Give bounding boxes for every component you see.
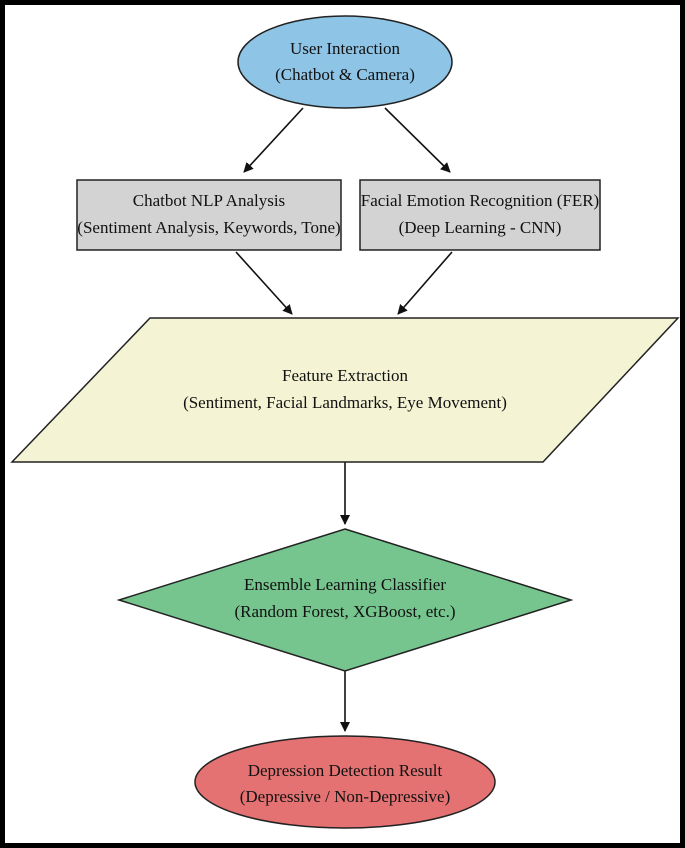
node-user-interaction: User Interaction (Chatbot & Camera) [237,15,453,109]
node-subtitle: (Sentiment, Facial Landmarks, Eye Moveme… [183,393,507,412]
diamond-shape [116,528,574,672]
node-title: Facial Emotion Recognition (FER) [361,191,599,210]
node-title: Feature Extraction [282,366,409,385]
edges [235,107,453,732]
ellipse-shape [194,735,496,829]
node-subtitle: (Chatbot & Camera) [275,65,415,84]
edge-user-to-chatbot-nlp [243,107,304,173]
rectangle-shape [76,179,342,251]
node-title: Depression Detection Result [248,761,443,780]
rectangle-shape [359,179,601,251]
node-subtitle: (Depressive / Non-Depressive) [240,787,451,806]
node-title: Ensemble Learning Classifier [244,575,446,594]
edge-chatbot-nlp-to-feature-extraction [235,251,293,315]
node-depression-detection-result: Depression Detection Result (Depressive … [194,735,496,829]
node-title: Chatbot NLP Analysis [133,191,285,210]
edge-fer-to-feature-extraction [397,251,453,315]
node-subtitle: (Deep Learning - CNN) [399,218,562,237]
node-subtitle: (Random Forest, XGBoost, etc.) [235,602,456,621]
parallelogram-shape [10,317,680,463]
node-title: User Interaction [290,39,400,58]
node-subtitle: (Sentiment Analysis, Keywords, Tone) [77,218,340,237]
ellipse-shape [237,15,453,109]
node-ensemble-learning-classifier: Ensemble Learning Classifier (Random For… [116,528,574,672]
edge-user-to-fer [384,107,451,173]
node-chatbot-nlp-analysis: Chatbot NLP Analysis (Sentiment Analysis… [76,179,342,251]
node-facial-emotion-recognition: Facial Emotion Recognition (FER) (Deep L… [359,179,601,251]
node-feature-extraction: Feature Extraction (Sentiment, Facial La… [10,317,680,463]
